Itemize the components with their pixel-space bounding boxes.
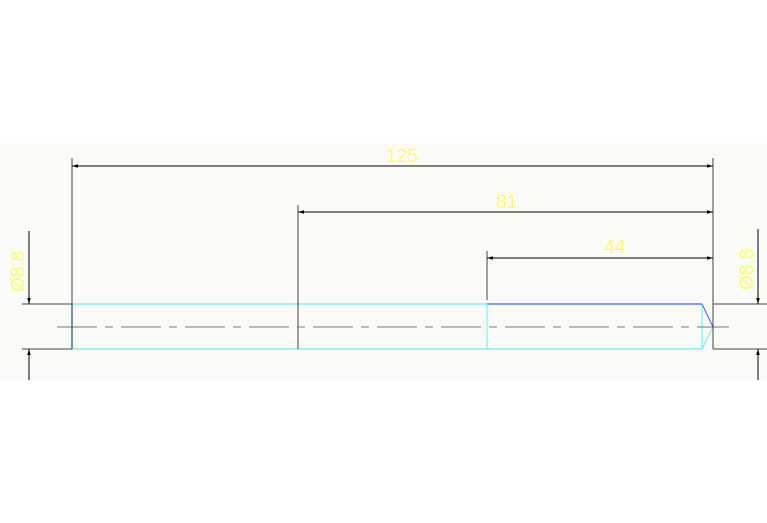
dim-text-right-diameter: Ø8.8 <box>737 249 758 290</box>
dim-text-left-diameter: Ø8.8 <box>8 251 29 292</box>
dim-text-81: 81 <box>496 192 517 213</box>
drawing-area <box>0 143 767 380</box>
dim-text-44: 44 <box>604 237 626 258</box>
shaft-outline <box>71 303 714 350</box>
dim-text-125: 125 <box>386 146 418 167</box>
extension-lines <box>22 158 767 350</box>
